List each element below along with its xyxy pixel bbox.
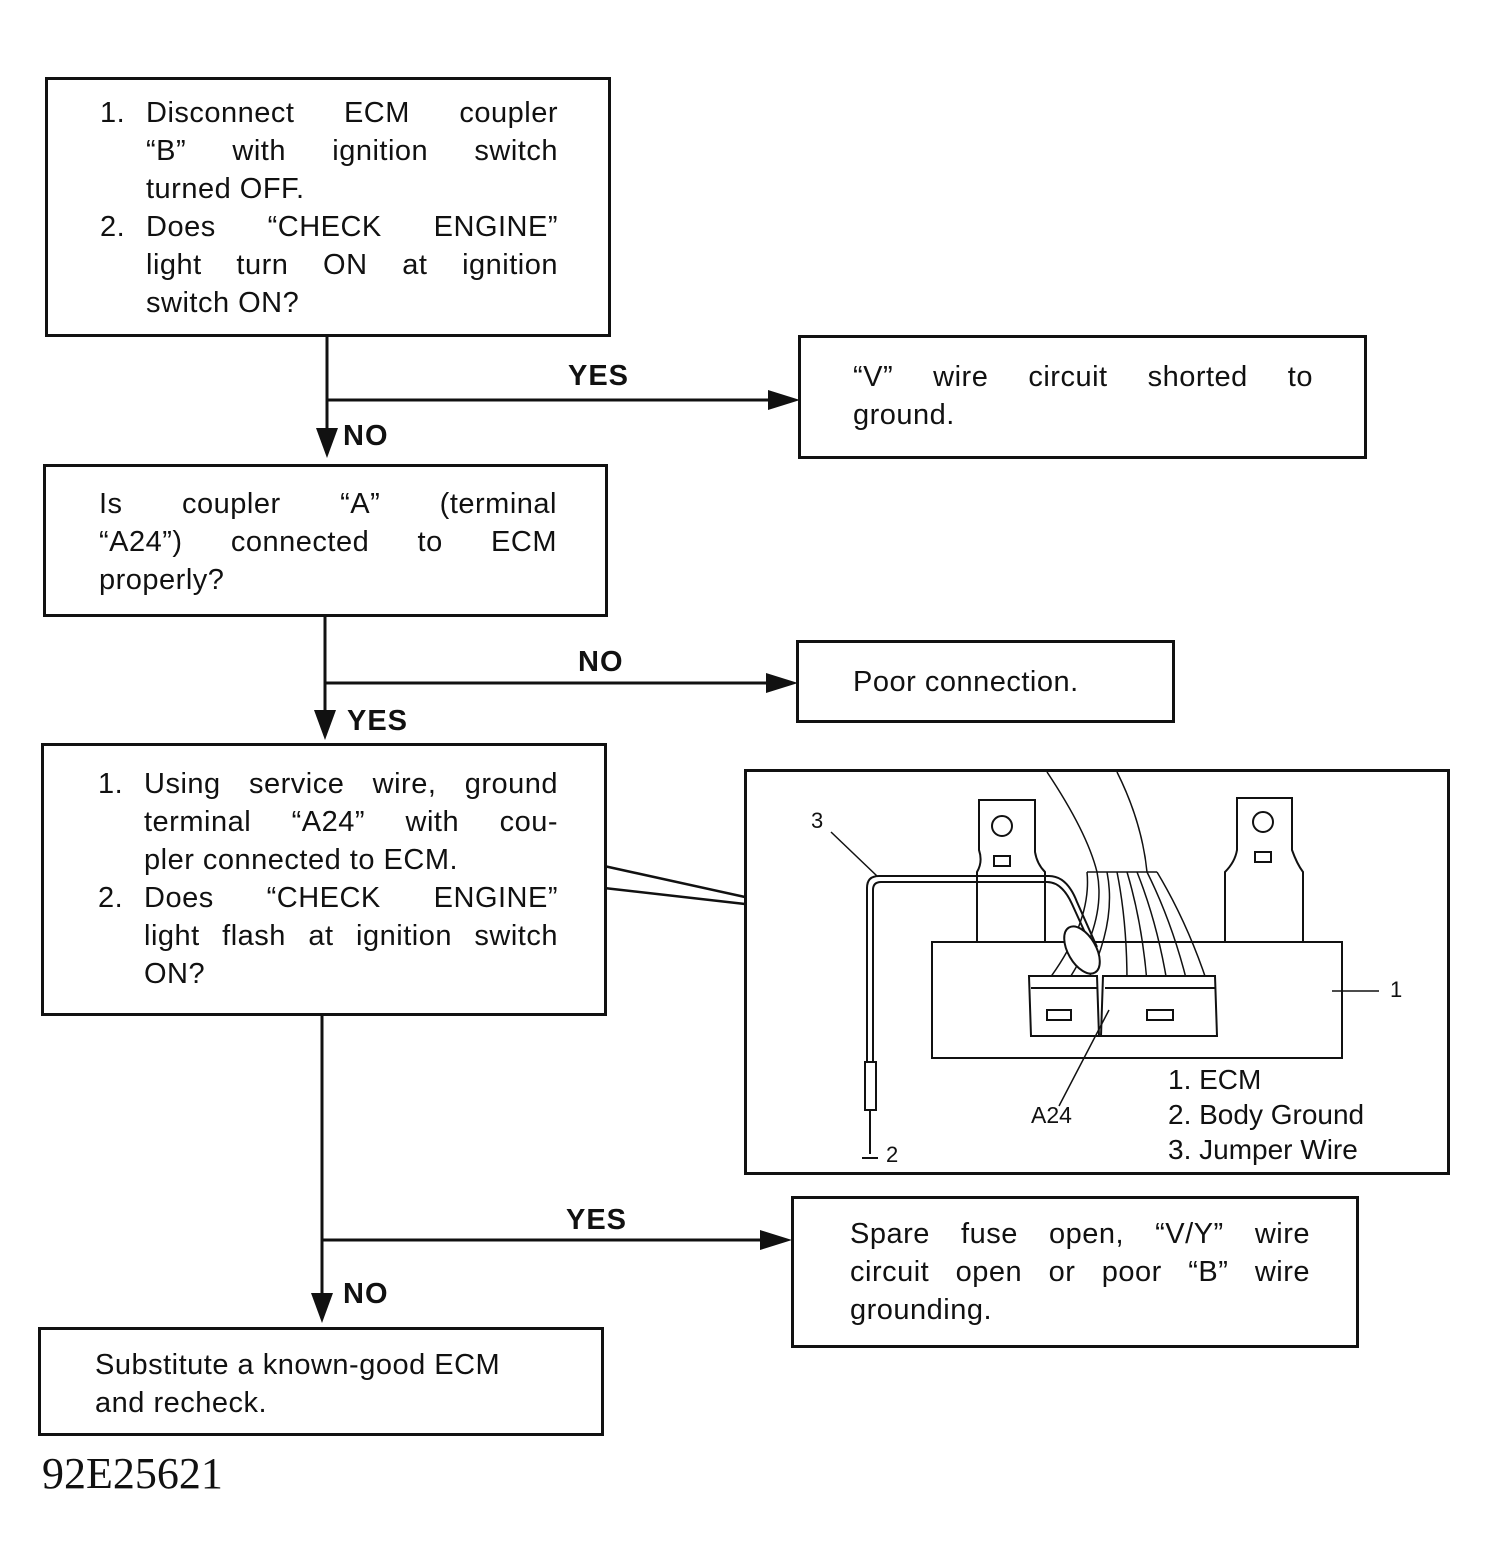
- box4-line-2: and recheck.: [95, 1387, 268, 1419]
- step2-line-1: Does “CHECK ENGINE”: [146, 211, 558, 243]
- coupler-b: [1099, 975, 1219, 1037]
- result3-line-2: circuit open or poor “B” wire: [850, 1256, 1310, 1288]
- result3-line-1: Spare fuse open, “V/Y” wire: [850, 1218, 1310, 1250]
- result3-line-3: grounding.: [850, 1294, 993, 1326]
- step2-line-3: switch ON?: [146, 287, 300, 319]
- callout-3: 3: [811, 808, 824, 833]
- result-box-2: Poor connection.: [796, 640, 1175, 723]
- coupler-a: [1027, 975, 1101, 1037]
- box3-step1-line-3: pler connected to ECM.: [144, 844, 459, 876]
- connector-box1-down: [316, 336, 338, 458]
- legend-item-jumper-wire: 3. Jumper Wire: [1168, 1134, 1358, 1165]
- result1-line-1: “V” wire circuit shorted to: [853, 361, 1313, 393]
- step-box-1: 1. Disconnect ECM coupler “B” with ignit…: [45, 77, 611, 337]
- callout-1: 1: [1390, 977, 1403, 1002]
- step1-number: 1.: [100, 97, 126, 129]
- callout-3-leader: [830, 831, 878, 877]
- branch3-yes-label: YES: [566, 1204, 628, 1236]
- box3-step2-number: 2.: [98, 882, 124, 914]
- step1-line-2: “B” with ignition switch: [146, 135, 558, 167]
- result1-line-2: ground.: [853, 399, 955, 431]
- callout-2: 2: [886, 1142, 899, 1167]
- box2-line-1: Is coupler “A” (terminal: [99, 488, 557, 520]
- ecm-figure-panel: 3 1 2 A24 1. ECM 2. Body Ground 3. Jumpe…: [744, 769, 1450, 1175]
- step1-line-1: Disconnect ECM coupler: [146, 97, 558, 129]
- legend-item-body-ground: 2. Body Ground: [1168, 1099, 1365, 1130]
- connector-box3-yes: [322, 1230, 792, 1250]
- box2-line-2: “A24”) connected to ECM: [99, 526, 557, 558]
- connector-box3-down: [311, 1015, 333, 1323]
- step1-line-3: turned OFF.: [146, 173, 305, 205]
- ecm-illustration: [830, 772, 1379, 1159]
- box3-step2-line-3: ON?: [144, 958, 206, 990]
- result2-text: Poor connection.: [853, 666, 1079, 698]
- step2-number: 2.: [100, 211, 126, 243]
- branch1-yes-label: YES: [568, 360, 630, 392]
- result-box-1: “V” wire circuit shorted to ground.: [798, 335, 1367, 459]
- result-box-3: Spare fuse open, “V/Y” wire circuit open…: [791, 1196, 1359, 1348]
- step-box-3: 1. Using service wire, ground terminal “…: [41, 743, 607, 1016]
- figure-code: 92E25621: [42, 1449, 223, 1498]
- box3-step2-line-2: light flash at ignition switch: [144, 920, 558, 952]
- box3-step2-line-1: Does “CHECK ENGINE”: [144, 882, 558, 914]
- box3-step1-number: 1.: [98, 768, 124, 800]
- terminal-a24-label: A24: [1031, 1102, 1072, 1128]
- connector-box1-yes: [327, 390, 800, 410]
- a24-leader: [1058, 1009, 1110, 1107]
- jumper-wire: [862, 875, 1101, 1159]
- ecm-bracket-right: [1224, 797, 1304, 945]
- step-box-2: Is coupler “A” (terminal “A24”) connecte…: [43, 464, 608, 617]
- figure-pointer: [603, 864, 746, 906]
- step2-line-2: light turn ON at ignition: [146, 249, 558, 281]
- legend-item-ecm: 1. ECM: [1168, 1064, 1262, 1095]
- branch2-no-label: NO: [578, 646, 624, 678]
- step-box-4: Substitute a known-good ECM and recheck.: [38, 1327, 604, 1436]
- box4-line-1: Substitute a known-good ECM: [95, 1349, 501, 1381]
- branch2-yes-label: YES: [347, 705, 409, 737]
- figure-legend: 1. ECM 2. Body Ground 3. Jumper Wire: [1168, 1062, 1364, 1167]
- branch1-no-label: NO: [343, 420, 389, 452]
- ecm-bracket-left: [976, 799, 1046, 945]
- box3-step1-line-1: Using service wire, ground: [144, 768, 558, 800]
- box3-step1-line-2: terminal “A24” with cou-: [144, 806, 558, 838]
- connector-box2-down: [314, 616, 336, 740]
- connector-box2-no: [325, 673, 798, 693]
- branch3-no-label: NO: [343, 1278, 389, 1310]
- box2-line-3: properly?: [99, 564, 225, 596]
